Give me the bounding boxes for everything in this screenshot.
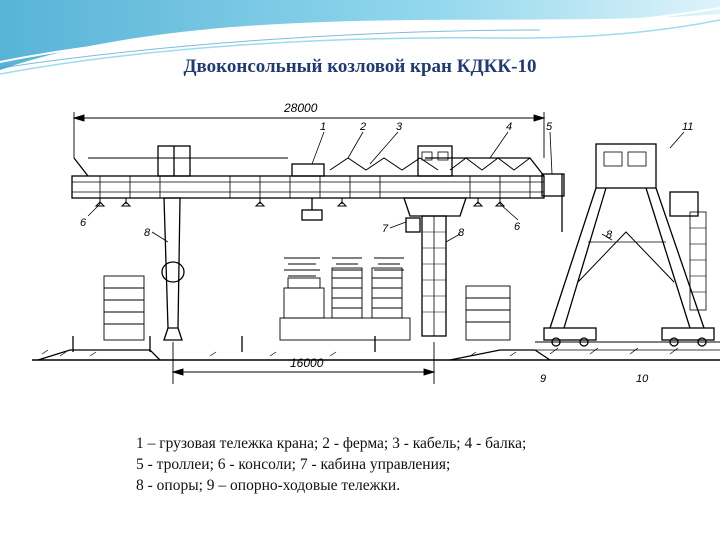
crane-side-view (536, 143, 720, 351)
callout-1: 1 (320, 121, 326, 133)
callout-10: 10 (636, 373, 649, 385)
callout-6-left: 6 (80, 217, 87, 229)
callout-5: 5 (546, 121, 553, 133)
material-stacks (103, 257, 511, 341)
callout-8-left: 8 (144, 227, 151, 239)
dimension-lines (72, 112, 546, 384)
left-support-leg (157, 145, 191, 341)
cabin-and-right-leg (403, 145, 467, 337)
base-dimension: 16000 (290, 356, 324, 370)
callout-3: 3 (396, 121, 403, 133)
legend-line: 5 - троллеи; 6 - консоли; 7 - кабина упр… (136, 456, 451, 473)
callout-8-side: 8 (606, 229, 613, 241)
legend: 1 – грузовая тележка крана; 2 - ферма; 3… (136, 433, 696, 496)
legend-line: 8 - опоры; 9 – опорно-ходовые тележки. (136, 477, 401, 494)
callout-7: 7 (382, 223, 389, 235)
span-dimension: 28000 (283, 101, 318, 115)
main-girder (71, 157, 565, 232)
legend-line: 1 – грузовая тележка крана; 2 - ферма; 3… (136, 435, 527, 452)
callout-11: 11 (682, 121, 693, 133)
ground (32, 336, 720, 361)
callout-9: 9 (540, 373, 546, 385)
callout-4: 4 (506, 121, 512, 133)
callout-2: 2 (359, 121, 366, 133)
crane-drawing: 28000 16000 1 2 3 4 5 6 6 7 8 8 9 10 11 … (32, 101, 720, 385)
callout-6-right: 6 (514, 221, 521, 233)
page-title: Двоконсольный козловой кран КДКК-10 (183, 56, 537, 77)
callout-8-right: 8 (458, 227, 465, 239)
decorative-wave-header (0, 0, 720, 75)
